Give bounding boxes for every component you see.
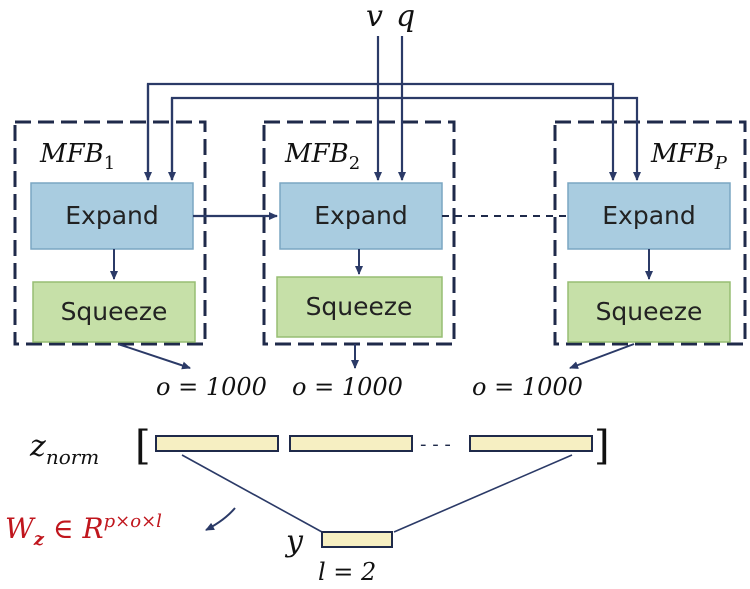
mfb-p-o-label: o = 1000 xyxy=(472,373,583,401)
mfb-p-squeeze-label: Squeeze xyxy=(596,297,703,326)
mfb-2-squeeze-label: Squeeze xyxy=(306,292,413,321)
mfb-2-label: MFB2 xyxy=(284,139,360,174)
z-norm-to-y-right-line xyxy=(393,454,573,533)
mfb-2-output-vector xyxy=(289,435,413,452)
z-norm-open-bracket: [ xyxy=(135,423,151,469)
weight-label: Wz ∈ Rp×o×l xyxy=(5,511,162,550)
mfb-1-squeeze-box xyxy=(32,281,196,343)
mfb-p-expand-box xyxy=(567,182,731,250)
input-q-label: q xyxy=(396,0,415,34)
mfb-2-squeeze-box xyxy=(276,276,443,338)
mfb-1-label: MFB1 xyxy=(39,139,115,174)
weight-pointer-curve xyxy=(205,507,236,531)
mfb-p-output-vector xyxy=(469,435,593,452)
q-bus-line xyxy=(170,96,641,181)
mfb-2-expand-label: Expand xyxy=(314,201,408,230)
mfb-p-squeeze-to-vector-arrow xyxy=(569,343,635,369)
z-norm-label: znorm xyxy=(29,429,99,469)
mfb-1-box xyxy=(13,120,207,346)
mfb-p-squeeze-box xyxy=(567,281,731,343)
output-y-label: y xyxy=(284,524,304,559)
mfb-1-squeeze-to-vector-arrow xyxy=(117,343,191,370)
z-norm-ellipsis: - - - xyxy=(420,434,451,455)
z-norm-to-y-left-line xyxy=(181,454,323,533)
mfb-1-expand-label: Expand xyxy=(65,201,159,230)
mfb-1-squeeze-label: Squeeze xyxy=(61,297,168,326)
mfb-p-box xyxy=(553,120,747,346)
mfb-2-box xyxy=(262,120,456,346)
output-l-label: l = 2 xyxy=(318,558,376,586)
output-y-vector xyxy=(321,531,393,548)
mfb-2-expand-box xyxy=(279,182,443,250)
input-routing xyxy=(144,36,641,181)
mfb-p-label: MFBP xyxy=(650,139,728,174)
mfb-1-output-vector xyxy=(155,435,279,452)
input-v-label: v xyxy=(366,0,383,34)
mfb-2-o-label: o = 1000 xyxy=(292,373,403,401)
mfb-1-expand-box xyxy=(30,182,194,250)
mfb-p-expand-label: Expand xyxy=(602,201,696,230)
mfb-1-o-label: o = 1000 xyxy=(156,373,267,401)
z-norm-close-bracket: ] xyxy=(594,423,610,469)
